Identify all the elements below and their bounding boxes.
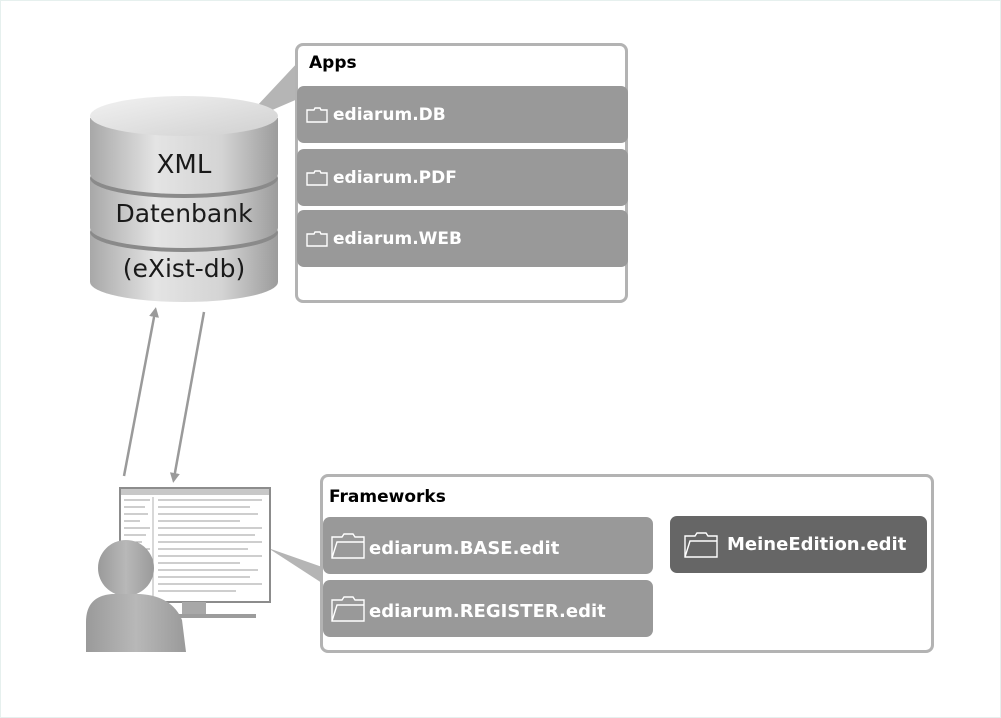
app-item-ediarum-web[interactable]: ediarum.WEB — [297, 210, 628, 267]
arrow-up-to-db — [122, 307, 159, 477]
app-item-label: ediarum.WEB — [333, 228, 462, 249]
arrow-down-to-user — [169, 311, 206, 483]
framework-item-label: MeineEdition.edit — [727, 534, 907, 555]
database-label-exist: (eXist-db) — [122, 254, 246, 283]
framework-item-label: ediarum.REGISTER.edit — [369, 601, 606, 622]
user-icon — [86, 540, 186, 652]
framework-item-ediarum-register-edit[interactable]: ediarum.REGISTER.edit — [323, 580, 653, 637]
folder-small-icon — [306, 230, 328, 247]
apps-title: Apps — [309, 53, 357, 73]
app-item-ediarum-db[interactable]: ediarum.DB — [297, 86, 628, 143]
folder-small-icon — [306, 169, 328, 186]
folder-icon — [331, 595, 365, 622]
database-label-datenbank: Datenbank — [115, 199, 253, 228]
framework-item-label: ediarum.BASE.edit — [369, 538, 560, 559]
database-label-xml: XML — [156, 150, 212, 180]
framework-item-ediarum-base-edit[interactable]: ediarum.BASE.edit — [323, 517, 653, 574]
folder-icon — [684, 531, 718, 558]
folder-small-icon — [306, 106, 328, 123]
database-cylinder-icon — [90, 96, 278, 302]
frameworks-callout-wedge — [268, 548, 325, 585]
framework-item-meineedition-edit[interactable]: MeineEdition.edit — [670, 516, 927, 573]
app-item-label: ediarum.PDF — [333, 167, 457, 188]
app-item-ediarum-pdf[interactable]: ediarum.PDF — [297, 149, 628, 206]
folder-icon — [331, 532, 365, 559]
app-item-label: ediarum.DB — [333, 104, 446, 125]
frameworks-title: Frameworks — [329, 487, 446, 507]
